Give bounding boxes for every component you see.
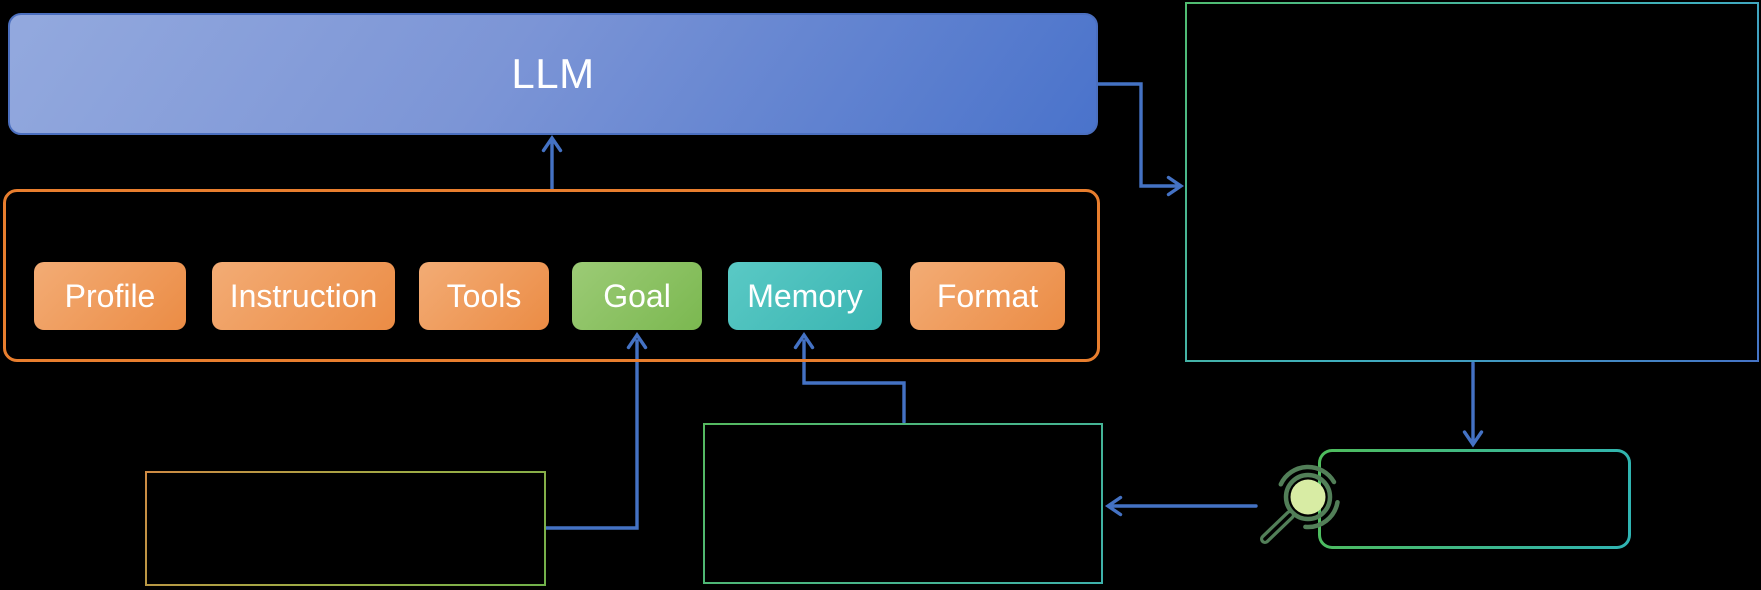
chip-goal: Goal: [572, 262, 702, 330]
arrow-rounded-panel-to-bottom-middle: [1104, 495, 1258, 517]
arrow-llm-to-right-panel: [1095, 82, 1185, 197]
chip-tools: Tools: [419, 262, 549, 330]
chip-format-label: Format: [936, 277, 1039, 314]
chip-memory: Memory: [728, 262, 882, 330]
chip-profile-label: Profile: [64, 277, 156, 314]
chip-instruction-label: Instruction: [229, 277, 378, 314]
arrow-right-panel-to-rounded-panel: [1462, 361, 1484, 448]
chip-tools-label: Tools: [446, 277, 522, 314]
chip-goal-label: Goal: [603, 277, 671, 314]
arrow-prompt-to-llm: [541, 134, 563, 192]
rounded-panel: [1318, 449, 1631, 549]
llm-label: LLM: [511, 50, 595, 97]
bottom-middle-panel: [703, 423, 1103, 584]
chip-profile: Profile: [34, 262, 186, 330]
rounded-panel-inner: [1321, 452, 1628, 546]
chip-instruction: Instruction: [212, 262, 395, 330]
bottom-left-panel: [145, 471, 546, 586]
right-panel: [1185, 2, 1759, 362]
arrow-bottom-left-to-goal: [544, 331, 648, 530]
chip-memory-label: Memory: [747, 277, 863, 314]
chip-format: Format: [910, 262, 1065, 330]
llm-node: LLM: [8, 13, 1098, 135]
